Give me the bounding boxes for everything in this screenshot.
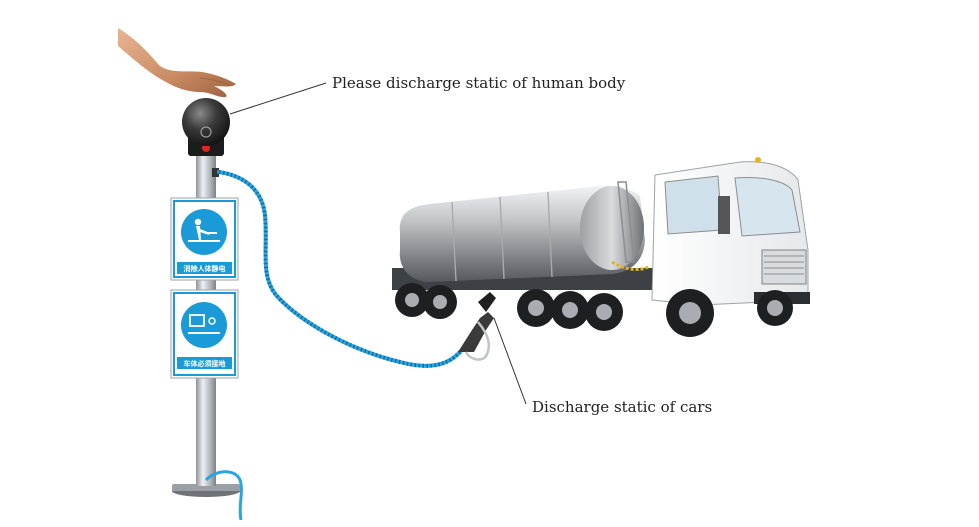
sign-ground-line [188,332,220,334]
label-car-discharge: Discharge static of cars [532,398,712,416]
sign-vehicle-wheel [208,317,216,325]
hand-icon [118,28,236,98]
tank-band [499,196,505,280]
hand-finger-crease [199,77,231,86]
label-human-discharge: Please discharge static of human body [332,74,626,92]
ground-wire [204,470,243,521]
sign-ground-line [188,240,220,242]
sign-caption-human: 消除人体静电 [184,264,226,273]
sign-vehicle-body [189,314,205,327]
wheel-hub [528,300,544,316]
tank-ladder [617,181,635,263]
clamp-spring [464,321,490,361]
callout-line-human [229,82,327,115]
sign-caption-bg [177,262,232,274]
sign-caption-vehicle: 车体必须接地 [184,359,226,368]
safety-chain [611,260,651,271]
grille-slats [764,255,804,275]
sign-person-head [194,218,202,226]
sign-person-body [196,226,210,240]
coiled-ground-cable [204,170,462,521]
touch-sensor-ball[interactable] [182,98,230,146]
sign-caption-bg [177,357,232,369]
clamp-handle [458,312,494,352]
cab-mirror [718,196,730,234]
grounding-clamp[interactable] [458,292,496,361]
wheel-hub [767,300,783,316]
wheel-hub [405,293,419,307]
tank-band [547,191,553,278]
pole-base-rim [172,484,240,491]
cab-windshield [734,177,801,237]
wheel-hub [562,302,578,318]
clamp-jaw [478,292,496,312]
wheel-hub [679,302,701,324]
tank-band [451,201,457,282]
wheel-hub [433,295,447,309]
callout-line-cars [493,317,527,405]
tanker-truck-icon [392,157,810,337]
sign-discharge-human: 消除人体静电 [170,197,239,281]
tank-front-cap [580,186,644,270]
sensor-ring [200,126,212,138]
sign-ground-vehicle: 车体必须接地 [170,289,239,379]
cable-connector [212,168,219,177]
roof-beacon [755,157,761,163]
truck-wheels [395,283,793,337]
hand-shape [118,28,236,98]
sign-ground-bar [207,232,217,234]
truck-grille [761,249,807,285]
cab-side-window [664,175,723,235]
indicator-light [202,144,210,152]
wheel-hub [596,304,612,320]
cable-line [217,170,462,368]
